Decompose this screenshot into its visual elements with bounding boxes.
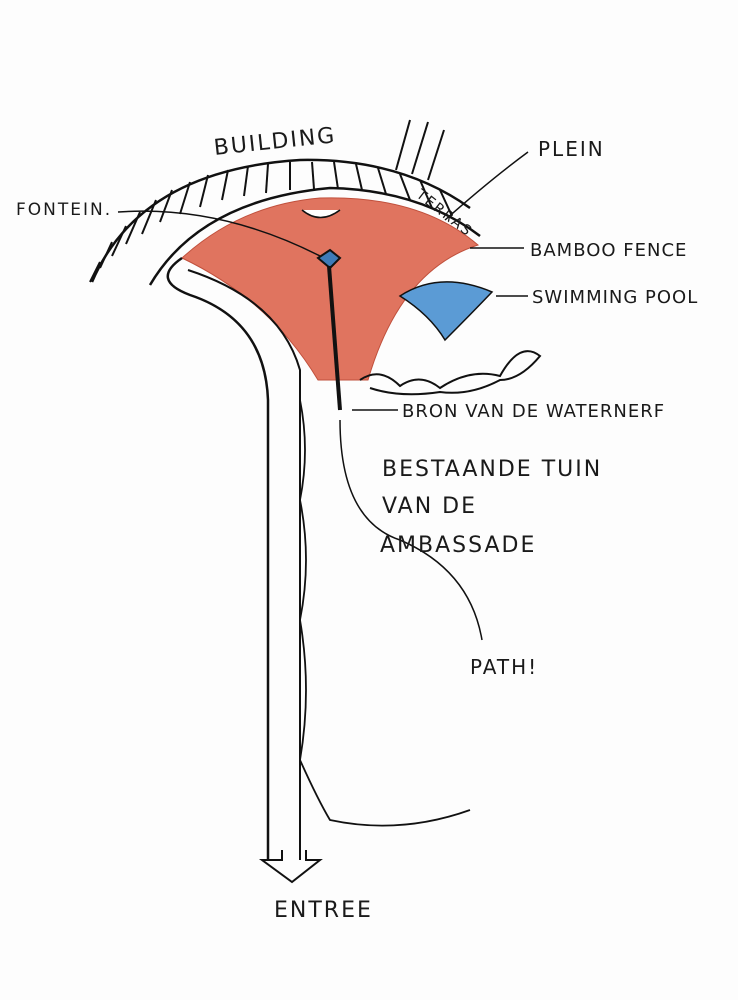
plaza-notch [301,209,341,219]
drive-inner [187,269,301,860]
building-inner-edge [148,186,481,286]
water-channel [327,265,342,411]
label-bron-van-de-waternerf: BRON VAN DE WATERNERF [402,401,666,422]
label-fontein: FONTEIN. [16,200,113,220]
label-bamboo-fence: BAMBOO FENCE [530,240,688,261]
label-path: PATH! [470,655,539,679]
label-garden-line-2: VAN DE [382,494,477,519]
drive-outline [166,256,270,860]
label-garden-line-1: BESTAANDE TUIN [382,457,603,482]
entrance-arrow [258,850,323,884]
garden-edge [359,350,542,396]
label-garden-line-3: AMBASSADE [380,533,537,558]
label-entree: ENTREE [274,898,373,923]
label-swimming-pool: SWIMMING POOL [532,287,699,308]
swimming-pool-shape [398,281,494,342]
leader-lines [117,151,529,641]
garden-edge-left [299,399,471,827]
label-plein: PLEIN [538,137,605,161]
fountain-shape [316,248,342,270]
building-outline [90,158,471,283]
building-hatching [89,119,453,283]
